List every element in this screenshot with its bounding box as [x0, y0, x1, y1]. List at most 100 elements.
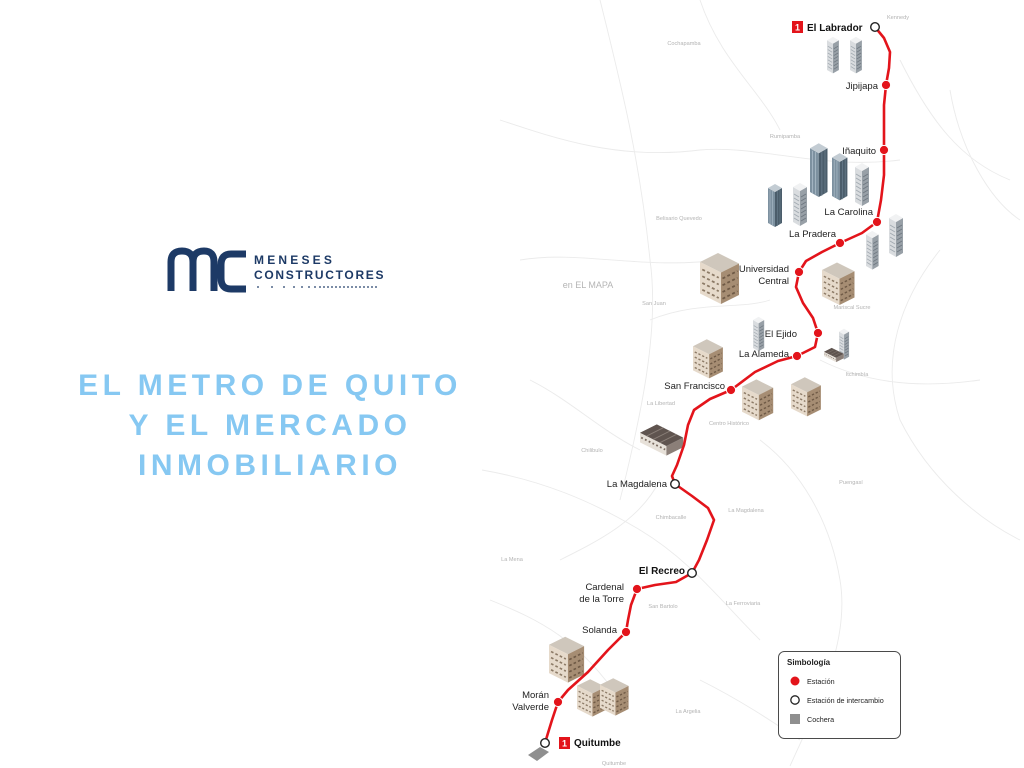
legend-label: Cochera: [807, 715, 834, 724]
station-el-labrador: 1 El Labrador: [792, 21, 881, 34]
station-label: Solanda: [582, 625, 618, 636]
monogram-m-left: [167, 247, 197, 291]
station-dot: [878, 144, 890, 156]
place-label: Chilibulo: [581, 448, 602, 454]
station-label: Universidad: [739, 264, 789, 275]
legend-box: [778, 651, 901, 739]
station-ring: [870, 22, 881, 33]
station-la-pradera: La Pradera: [789, 229, 846, 249]
legend-label: Estación: [807, 677, 835, 686]
place-label: Cochapamba: [667, 41, 701, 47]
station-jipijapa: Jipijapa: [846, 79, 892, 92]
brand-name-line2: CONSTRUCTORES: [254, 268, 385, 282]
station-label: Central: [758, 276, 789, 287]
headline: EL METRO DE QUITO Y EL MERCADO INMOBILIA…: [60, 366, 480, 486]
road-line: [949, 89, 1021, 221]
station-moran-valverde: Morán Valverde: [512, 690, 564, 713]
station-label: Jipijapa: [846, 81, 879, 92]
station-label: La Pradera: [789, 229, 837, 240]
station-san-francisco: San Francisco: [664, 381, 737, 396]
station-inaquito: Iñaquito: [842, 144, 890, 157]
red-dot-icon: [790, 676, 800, 686]
monogram-c: [217, 250, 246, 293]
station-label: La Magdalena: [607, 479, 668, 490]
building-icon: [865, 230, 880, 271]
building-icon: [548, 635, 585, 684]
station-la-magdalena: La Magdalena: [607, 479, 681, 490]
building-icon: [888, 213, 904, 258]
station-quitumbe: 1 Quitumbe: [540, 737, 621, 749]
station-label: Valverde: [512, 702, 549, 713]
road-line: [529, 379, 641, 451]
road-line: [899, 59, 1011, 181]
station-ring: [540, 738, 551, 749]
station-dot: [725, 384, 737, 396]
station-label: Cardenal: [585, 582, 624, 593]
station-ring: [687, 568, 698, 579]
building-icon: [639, 423, 685, 457]
station-dot: [812, 327, 824, 339]
place-label: Quitumbe: [602, 761, 626, 767]
brand-dotted-rule: [257, 286, 377, 288]
road-line: [699, 0, 781, 131]
station-label: El Recreo: [639, 566, 685, 577]
station-dot: [793, 266, 805, 278]
place-label: Itchimbía: [846, 372, 870, 378]
building-icon: [699, 252, 740, 305]
building-icon: [826, 36, 840, 74]
place-label: Centro Histórico: [709, 421, 749, 427]
line-badge: [559, 737, 570, 749]
road-line: [599, 0, 654, 501]
headline-line1: EL METRO DE QUITO: [78, 369, 462, 402]
monogram-m-right: [189, 247, 218, 291]
place-label: Kennedy: [887, 15, 909, 21]
road-line: [891, 249, 1021, 541]
station-universidad-central: Universidad Central: [739, 264, 805, 287]
gray-square-icon: [790, 714, 800, 724]
building-icon: [849, 36, 863, 74]
station-la-alameda: La Alameda: [739, 349, 803, 362]
brand-logo: MENESES CONSTRUCTORES: [167, 247, 385, 293]
headline-line2: Y EL MERCADO: [128, 409, 412, 442]
building-icon: [741, 378, 774, 421]
place-label: San Juan: [642, 301, 666, 307]
building-icon: [767, 183, 783, 228]
place-label: La Libertad: [647, 401, 675, 407]
road-line: [819, 359, 981, 385]
place-label: Mariscal Sucre: [834, 305, 871, 311]
cochera-icon: [528, 747, 549, 761]
station-label: El Labrador: [807, 23, 863, 34]
place-label: La Ferroviaria: [726, 601, 761, 607]
station-label: Iñaquito: [842, 146, 876, 157]
place-label: Belisario Quevedo: [656, 216, 702, 222]
place-label: Rumipamba: [770, 134, 801, 140]
place-label: La Argelia: [676, 709, 702, 715]
station-solanda: Solanda: [582, 625, 632, 638]
station-label: La Alameda: [739, 349, 790, 360]
legend-title: Simbología: [787, 658, 831, 667]
line-badge-number: 1: [795, 23, 800, 33]
station-dot: [552, 696, 564, 708]
legend-label: Estación de intercambio: [807, 696, 884, 705]
place-labels: Kennedy Cochapamba Rumipamba Belisario Q…: [501, 15, 909, 767]
station-el-recreo: El Recreo: [639, 566, 698, 579]
station-dot: [834, 237, 846, 249]
station-dot: [791, 350, 803, 362]
line-badge-number: 1: [562, 739, 567, 749]
building-icon: [692, 338, 724, 380]
station-label: San Francisco: [664, 381, 725, 392]
station-label: Morán: [522, 690, 549, 701]
building-icon: [831, 152, 848, 201]
building-icon: [854, 162, 870, 207]
place-label: La Magdalena: [728, 508, 764, 514]
building-icon: [752, 316, 765, 352]
road-line: [481, 469, 761, 641]
station-la-carolina: La Carolina: [824, 207, 883, 228]
route-line: [543, 25, 892, 745]
station-dot: [880, 79, 892, 91]
place-label: San Bartolo: [648, 604, 677, 610]
building-icon: [809, 142, 828, 198]
map-hint-text: en EL MAPA: [563, 280, 614, 290]
building-icon: [792, 182, 808, 227]
road-line: [499, 119, 901, 163]
